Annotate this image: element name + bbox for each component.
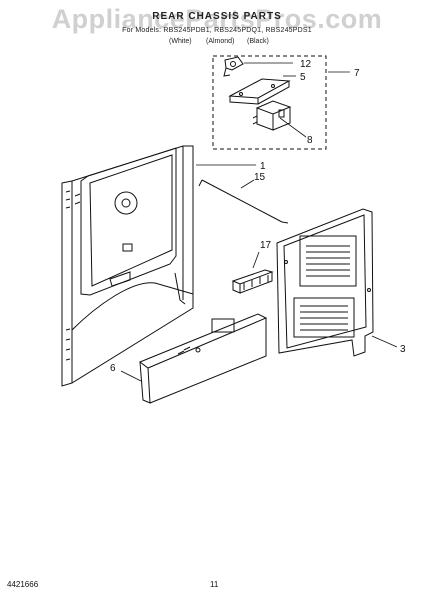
variant-white: (White) [169, 38, 192, 45]
part-17-terminal-strip [231, 269, 274, 294]
part-5-bracket [228, 78, 291, 105]
leader-lines [120, 62, 398, 382]
variant-almond: (Almond) [206, 38, 235, 45]
part-3-rear-cover [276, 208, 374, 357]
part-12-clip [223, 56, 244, 77]
part-15-rod [198, 179, 289, 224]
part-8-terminal-block [252, 100, 292, 131]
diagram-title: REAR CHASSIS PARTS [152, 11, 282, 22]
document-id: 4421666 [7, 580, 39, 589]
page-number: 11 [210, 580, 219, 589]
part-6-access-panel [138, 313, 268, 404]
model-list: For Models: RBS245PDB1, RBS245PDQ1, RBS2… [122, 27, 312, 34]
callout-15: 15 [254, 172, 266, 183]
callout-6: 6 [110, 363, 116, 374]
part-1-rear-chassis [61, 145, 194, 387]
callout-17: 17 [260, 240, 272, 251]
callout-1: 1 [260, 161, 266, 172]
callout-7: 7 [354, 68, 360, 79]
callout-5: 5 [300, 72, 306, 83]
callout-8: 8 [307, 135, 313, 146]
callout-3: 3 [400, 344, 406, 355]
callout-12: 12 [300, 59, 312, 70]
variant-black: (Black) [247, 38, 269, 45]
part-group-box [212, 55, 327, 150]
